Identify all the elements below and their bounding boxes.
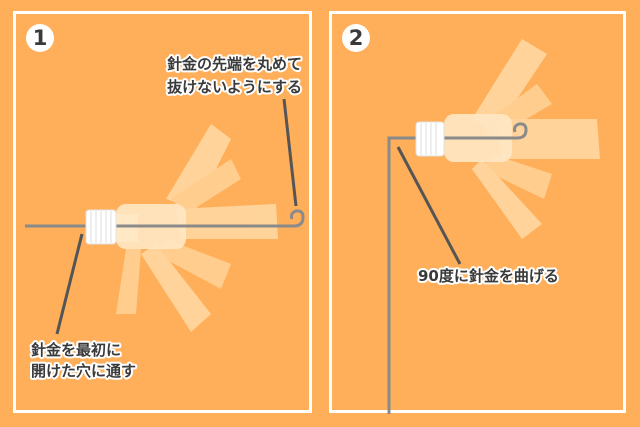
leader-line-tip bbox=[282, 98, 298, 207]
label-hole-line2: 開けた穴に通す bbox=[31, 362, 136, 380]
bottle-blade bbox=[171, 159, 241, 214]
bottle-neck bbox=[116, 214, 138, 242]
bent-wire bbox=[387, 122, 528, 414]
step-2-panel: 2 90度に針金を曲げる bbox=[329, 11, 626, 414]
bottle-blade bbox=[156, 239, 231, 289]
bottle-blade bbox=[141, 244, 211, 332]
wire bbox=[25, 209, 305, 228]
leader-line-bend bbox=[396, 146, 462, 265]
label-tip-line1: 針金の先端を丸めて bbox=[167, 55, 302, 73]
bottle-cap bbox=[415, 121, 445, 157]
step-number-badge: 2 bbox=[342, 24, 370, 52]
bottle-blade bbox=[472, 39, 547, 129]
bottle-blade bbox=[482, 154, 552, 199]
bottle-blade bbox=[176, 204, 278, 239]
bottle-pinwheel bbox=[116, 124, 278, 332]
bottle-blade bbox=[166, 124, 231, 209]
cap-ridges bbox=[90, 211, 112, 243]
step-number-badge: 1 bbox=[26, 24, 54, 52]
step-2-illustration: 90度に針金を曲げる bbox=[387, 39, 600, 414]
label-hole-line1: 針金を最初に bbox=[31, 341, 121, 359]
leader-line-hole bbox=[55, 233, 84, 335]
step-1-illustration: 針金の先端を丸めて 抜けないようにする 針金を最初に 開けた穴に通す bbox=[25, 53, 305, 382]
cap-ridges bbox=[420, 123, 437, 155]
step-1-panel: 1 針金の先端を丸めて 抜けないようにする 針金を最初に bbox=[13, 11, 312, 413]
label-bend: 90度に針金を曲げる bbox=[418, 267, 559, 285]
label-tip-line2: 抜けないようにする bbox=[167, 78, 302, 96]
bottle-blade bbox=[472, 159, 542, 239]
bottle-blade bbox=[116, 249, 141, 314]
bottle-blade bbox=[497, 119, 600, 159]
